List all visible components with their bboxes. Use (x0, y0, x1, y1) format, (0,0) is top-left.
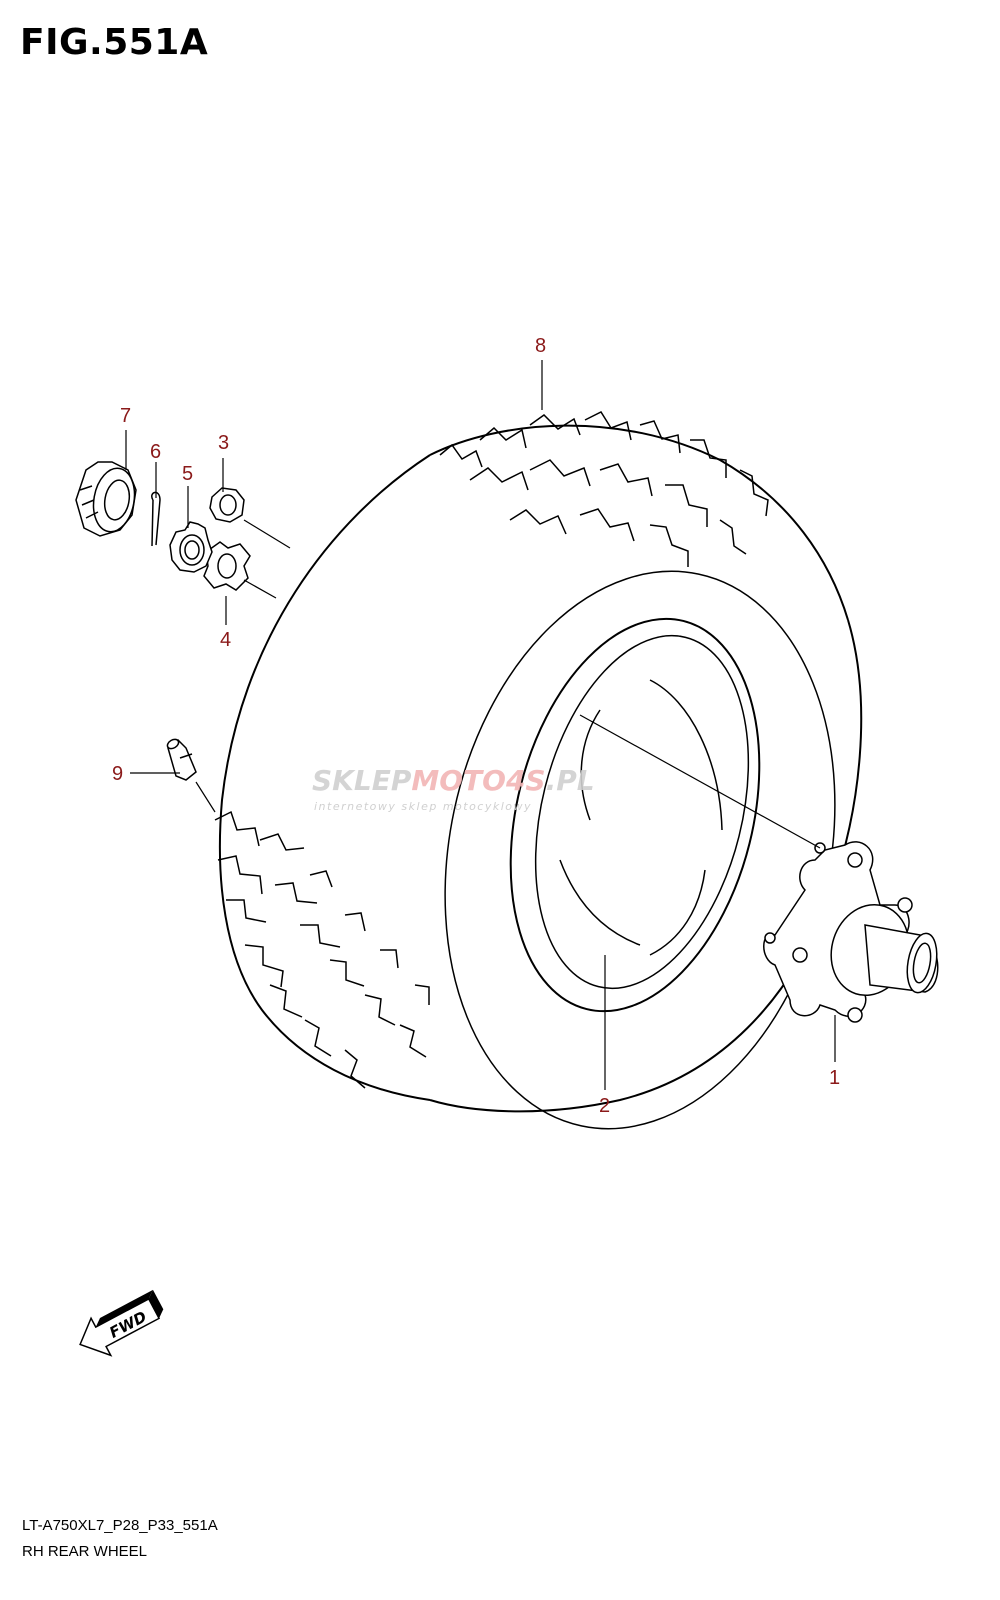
callout-7: 7 (120, 405, 131, 427)
footer: LT-A750XL7_P28_P33_551A RH REAR WHEEL (22, 1513, 218, 1565)
wheel-hub-1 (763, 841, 939, 1023)
callout-4: 4 (220, 629, 231, 651)
nut-3 (209, 487, 245, 523)
leader-lines (125, 360, 836, 1090)
callout-6: 6 (150, 441, 161, 463)
watermark: SKLEPMOTO4S.PL internetowy sklep motocyk… (312, 764, 595, 813)
figure-title: FIG.551A (20, 22, 209, 63)
callout-5: 5 (182, 463, 193, 485)
callout-9: 9 (112, 763, 123, 785)
lock-washer-4 (203, 541, 251, 591)
svg-text:SKLEPMOTO4S.PL: SKLEPMOTO4S.PL (312, 764, 595, 797)
watermark-brand-1: SKLEP (312, 764, 412, 797)
castle-nut-5 (169, 521, 213, 573)
callout-3: 3 (218, 432, 229, 454)
watermark-brand-3: 4S (505, 764, 546, 797)
watermark-brand-2: MOTO (411, 764, 506, 797)
cotter-pin-6 (151, 491, 161, 547)
callout-8: 8 (535, 335, 546, 357)
watermark-brand-4: .PL (546, 764, 595, 797)
tire-8 (214, 411, 863, 1130)
diagram-code: LT-A750XL7_P28_P33_551A (22, 1517, 218, 1534)
diagram-caption: RH REAR WHEEL (22, 1543, 148, 1560)
callout-1: 1 (829, 1067, 840, 1089)
fwd-arrow-icon: FWD (79, 1289, 164, 1357)
watermark-tagline: internetowy sklep motocyklowy (314, 800, 532, 813)
callout-2: 2 (599, 1095, 610, 1117)
hub-cap-7 (75, 461, 137, 537)
tire-valve-9 (166, 738, 197, 781)
